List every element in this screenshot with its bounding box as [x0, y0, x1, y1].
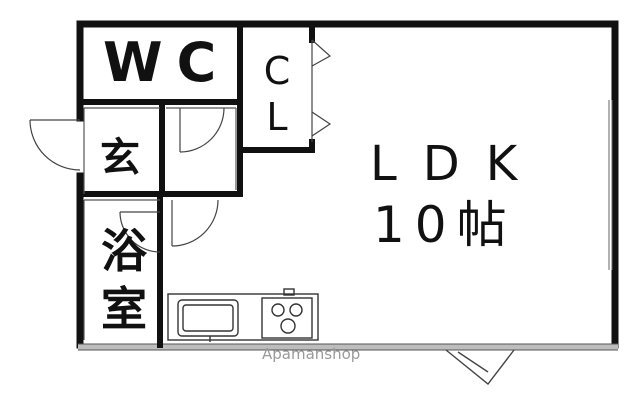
wc-label: WC	[103, 31, 231, 94]
interior-walls	[77, 21, 315, 348]
bath-door-swing	[119, 199, 219, 253]
right-window	[608, 100, 613, 270]
kitchen-counter	[167, 288, 319, 342]
ldk-size-label: 10帖	[373, 196, 517, 254]
bath-label-line2: 室	[101, 282, 147, 336]
sink-icon	[177, 299, 239, 337]
entrance-door-swing	[29, 119, 81, 171]
wc-door-swing	[179, 107, 225, 153]
ldk-label: LDK	[370, 136, 544, 192]
closet-label-line1: C	[263, 49, 291, 93]
entrance-label: 玄	[100, 135, 140, 181]
outer-walls	[76, 20, 619, 349]
closet-label-line2: L	[266, 95, 288, 139]
bath-label: 浴 室	[96, 222, 152, 338]
bottom-wall	[78, 343, 618, 351]
watermark: Apamanshop	[262, 345, 361, 363]
thin-lines	[83, 107, 237, 340]
closet-doors	[311, 39, 332, 142]
balcony-door-swing	[445, 349, 515, 385]
closet-label: C L	[262, 48, 292, 140]
stove-icon	[261, 297, 313, 339]
bath-label-line1: 浴	[101, 224, 147, 278]
